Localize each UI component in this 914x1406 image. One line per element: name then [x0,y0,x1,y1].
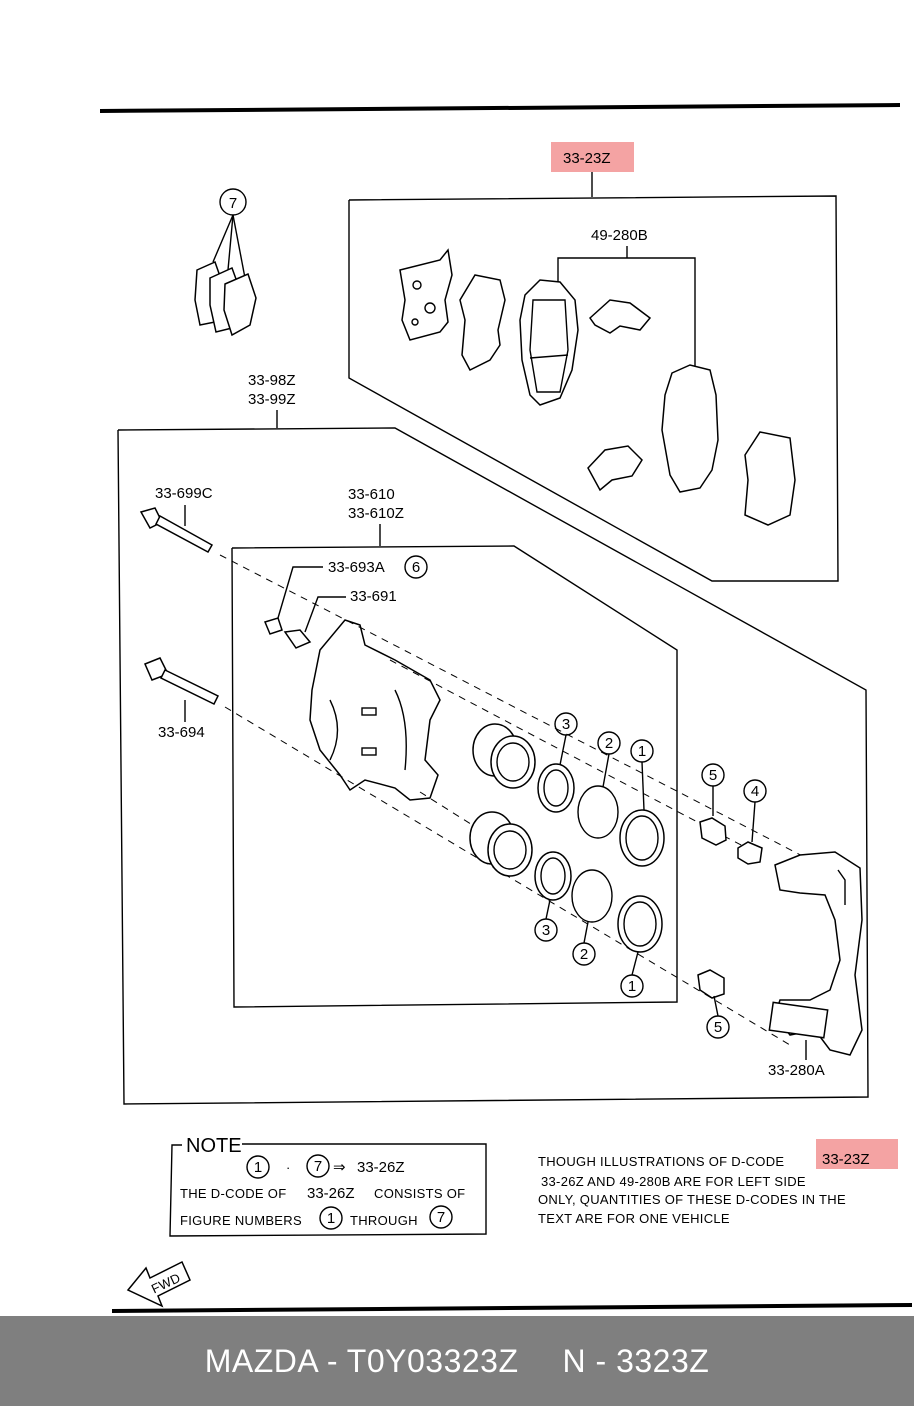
callout-6[interactable] [404,555,428,579]
svg-text:2: 2 [605,735,613,752]
svg-text:·: · [286,1160,291,1175]
anti-rattle-clip-lower [587,445,643,492]
remark-code-highlight [816,1139,898,1169]
note-line3-circle-from [319,1206,343,1230]
body-label-1[interactable]: 33-610 [348,486,395,503]
note-line2-suffix: CONSISTS OF [374,1186,465,1201]
bottom-rule [111,1303,913,1313]
shim-plate-left [399,248,453,341]
bleeder-screw-label[interactable]: 33-691 [350,588,397,605]
guide-boot-upper [699,817,727,846]
remark-line3: ONLY, QUANTITIES OF THESE D-CODES IN THE [538,1192,846,1207]
dust-seal-lower [534,851,572,901]
remark-line2: 33-26Z AND 49-280B ARE FOR LEFT SIDE [541,1174,806,1189]
piston-boot-upper [619,809,665,867]
shim-plate-outer [744,431,796,526]
note-circle-from [246,1155,270,1179]
remark-line1-code[interactable]: 33-23Z [822,1151,870,1168]
note-line3-prefix: FIGURE NUMBERS [180,1213,302,1228]
note-arrow: ⇒ [333,1159,346,1176]
body-label-2[interactable]: 33-610Z [348,505,404,522]
svg-text:5: 5 [714,1019,722,1036]
svg-text:1: 1 [327,1210,335,1227]
svg-text:3: 3 [562,716,570,733]
piston-boot-lower [617,895,663,953]
inner-pad [519,279,579,406]
guide-pin-bolt-lower [144,657,220,706]
note-box: NOTE 1 · 7 ⇒ 33-26Z THE D-CODE OF 33-26Z… [169,1135,487,1237]
note-circle-to [306,1154,330,1178]
svg-text:1: 1 [638,743,646,760]
top-rule [99,103,901,113]
caliper-assembly-outline [117,427,869,1105]
piston-seal-lower [571,869,613,923]
caliper-body-outline [231,545,678,1008]
svg-text:7: 7 [437,1209,445,1226]
guide-boot-lower [697,969,725,999]
bleeder-cap [263,617,283,635]
svg-text:6: 6 [412,559,420,576]
caliper-label-1[interactable]: 33-98Z [248,372,296,389]
piston-upper [472,723,536,789]
guide-sleeve [737,841,763,865]
bleeder-cap-label[interactable]: 33-693A [328,559,385,576]
bracket-label[interactable]: 33-280A [768,1062,825,1079]
svg-text:7: 7 [229,195,237,212]
outer-pad [661,364,719,493]
svg-text:1: 1 [254,1159,262,1176]
parts-diagram: 33-23Z 49-280B 33-98Z 33-99Z 33-610 33-6… [99,103,913,1313]
note-line2-code: 33-26Z [307,1185,355,1202]
svg-text:1: 1 [628,978,636,995]
remark-line1: THOUGH ILLUSTRATIONS OF D-CODE [538,1154,784,1169]
shim-set-seven [194,260,257,337]
svg-text:7: 7 [314,1158,322,1175]
svg-text:5: 5 [709,767,717,784]
fwd-arrow-icon: FWD [126,1260,191,1308]
guide-pin-bolt-upper [139,507,214,554]
footer-part-number: MAZDA - T0Y03323Z [204,1342,519,1379]
remark-line4: TEXT ARE FOR ONE VEHICLE [538,1211,730,1226]
piston-seal-upper [577,785,619,839]
bolt-upper-label[interactable]: 33-699C [155,485,213,502]
note-target: 33-26Z [357,1159,405,1176]
note-line2-prefix: THE D-CODE OF [180,1186,286,1201]
caliper-housing [309,619,441,801]
footer-catalog-number: N - 3323Z [562,1342,710,1379]
caliper-label-2[interactable]: 33-99Z [248,391,296,408]
kit-code-label[interactable]: 33-23Z [563,150,611,167]
pad-kit-outline [348,195,839,582]
caliper-bracket [774,851,863,1056]
dust-seal-upper [537,763,575,813]
note-line3-circle-to [429,1205,453,1229]
anti-rattle-clip-upper [589,299,652,334]
footer-bar: MAZDA - T0Y03323Z N - 3323Z [0,1316,914,1406]
bleeder-screw [283,629,312,649]
shim-plate-inner [459,274,506,371]
svg-text:3: 3 [542,922,550,939]
piston-lower [469,811,533,877]
note-line3-mid: THROUGH [350,1213,418,1228]
note-title: NOTE [186,1135,242,1157]
kit-code-highlight [551,142,634,172]
svg-text:4: 4 [751,783,759,800]
svg-text:2: 2 [580,946,588,963]
bolt-lower-label[interactable]: 33-694 [158,724,205,741]
pad-set-label[interactable]: 49-280B [591,227,648,244]
